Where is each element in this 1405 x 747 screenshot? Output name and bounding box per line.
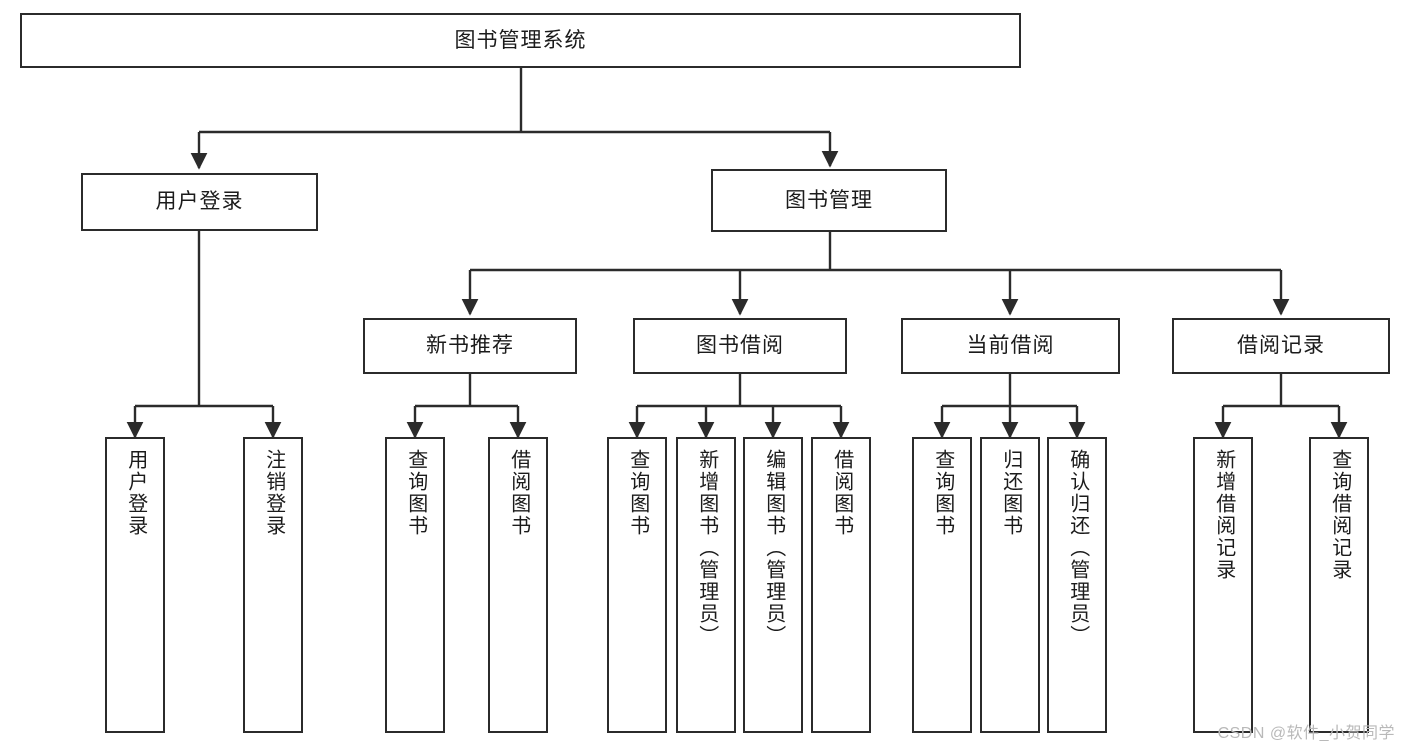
leaf-borrow-add-book-admin[interactable]: 新增图书（管理员） [676,437,736,733]
node-borrow-record[interactable]: 借阅记录 [1172,318,1390,374]
leaf-record-add-record[interactable]: 新增借阅记录 [1193,437,1253,733]
leaf-current-query-book[interactable]: 查询图书 [912,437,972,733]
leaf-label: 归还图书 [999,449,1022,537]
leaf-label: 查询图书 [626,449,649,537]
leaf-borrow-borrow-book[interactable]: 借阅图书 [811,437,871,733]
node-label: 图书借阅 [696,334,784,358]
leaf-user-login-logout[interactable]: 注销登录 [243,437,303,733]
leaf-label: 查询借阅记录 [1328,449,1351,581]
leaf-new-book-borrow[interactable]: 借阅图书 [488,437,548,733]
node-user-login[interactable]: 用户登录 [81,173,318,231]
leaf-new-book-query[interactable]: 查询图书 [385,437,445,733]
node-book-borrow[interactable]: 图书借阅 [633,318,847,374]
leaf-label: 借阅图书 [830,449,853,537]
node-label: 新书推荐 [426,334,514,358]
leaf-borrow-edit-book-admin[interactable]: 编辑图书（管理员） [743,437,803,733]
leaf-label: 新增图书（管理员） [695,449,718,647]
node-new-book-recommend[interactable]: 新书推荐 [363,318,577,374]
leaf-label: 查询图书 [404,449,427,537]
leaf-current-return-book[interactable]: 归还图书 [980,437,1040,733]
leaf-label: 查询图书 [931,449,954,537]
node-label: 图书管理系统 [454,28,587,52]
leaf-label: 编辑图书（管理员） [762,449,785,647]
leaf-label: 注销登录 [262,449,285,537]
leaf-label: 借阅图书 [507,449,530,537]
csdn-watermark: CSDN @软件_小贺同学 [1217,725,1395,742]
leaf-record-query-record[interactable]: 查询借阅记录 [1309,437,1369,733]
node-root-book-management-system[interactable]: 图书管理系统 [20,13,1021,68]
node-label: 当前借阅 [966,334,1055,358]
node-current-borrow[interactable]: 当前借阅 [901,318,1120,374]
leaf-label: 新增借阅记录 [1212,449,1235,581]
node-book-management[interactable]: 图书管理 [711,169,947,232]
leaf-label: 确认归还（管理员） [1066,449,1089,647]
node-label: 图书管理 [785,188,873,212]
node-label: 借阅记录 [1237,334,1325,358]
leaf-label: 用户登录 [124,449,147,537]
leaf-user-login-login[interactable]: 用户登录 [105,437,165,733]
leaf-borrow-query-book[interactable]: 查询图书 [607,437,667,733]
node-label: 用户登录 [155,190,244,214]
leaf-current-confirm-return-admin[interactable]: 确认归还（管理员） [1047,437,1107,733]
